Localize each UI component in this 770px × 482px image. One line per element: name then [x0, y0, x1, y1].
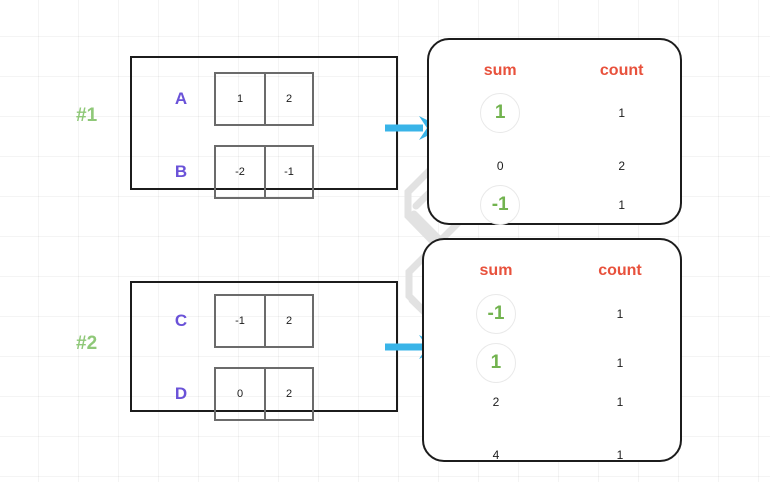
row-letter-a: A [174, 89, 188, 108]
input-row-b: B -2 -1 [164, 145, 314, 199]
result-sum-cell: 4 [432, 434, 560, 476]
cell-c-1: 2 [264, 296, 312, 346]
result-row: 4 1 [424, 434, 680, 476]
cell-d-0: 0 [236, 388, 244, 400]
result-count-cell: 2 [618, 159, 626, 173]
group-label-2: #2 [76, 333, 98, 354]
result-count-cell: 1 [618, 198, 626, 212]
value-pair-a: 1 2 [214, 72, 314, 126]
result-row: 0 2 [429, 145, 680, 187]
header-sum-1: sum [483, 62, 517, 79]
value-pair-d: 0 2 [214, 367, 314, 421]
cell-a-0: 1 [236, 93, 244, 105]
cell-c-0: -1 [235, 315, 245, 327]
plain-value: 4 [492, 448, 500, 462]
group-label-1: #1 [76, 105, 98, 126]
result-count-cell: 1 [616, 448, 624, 462]
result-header-1: sum count [429, 62, 680, 80]
input-row-a: A 1 2 [164, 72, 314, 126]
result-sum-cell: -1 [437, 184, 563, 226]
plain-value: 0 [496, 159, 504, 173]
header-sum-2: sum [479, 262, 513, 279]
result-row: -1 1 [424, 293, 680, 335]
result-box-1: sum count 1 1 0 2 -1 1 [427, 38, 682, 225]
circled-value: -1 [475, 294, 516, 334]
result-sum-cell: 0 [437, 145, 563, 187]
cell-b-0: -2 [235, 166, 245, 178]
circled-value: 1 [480, 93, 521, 133]
row-letter-b: B [174, 162, 188, 181]
input-panel-2: C -1 2 D 0 2 [130, 281, 398, 421]
cell-d-1: 2 [264, 369, 312, 419]
row-letter-c: C [174, 311, 188, 330]
result-count-cell: 1 [616, 395, 624, 409]
cell-b-1: -1 [264, 147, 312, 197]
input-row-d: D 0 2 [164, 367, 314, 421]
result-row: 2 1 [424, 381, 680, 423]
result-sum-cell: 2 [432, 381, 560, 423]
result-row: 1 1 [424, 342, 680, 384]
input-row-c: C -1 2 [164, 294, 314, 348]
cell-a-1: 2 [264, 74, 312, 124]
plain-value: 2 [492, 395, 500, 409]
result-row: 1 1 [429, 92, 680, 134]
circled-value: -1 [480, 185, 521, 225]
result-count-cell: 1 [616, 307, 624, 321]
result-row: -1 1 [429, 184, 680, 226]
result-count-cell: 1 [618, 106, 626, 120]
value-pair-c: -1 2 [214, 294, 314, 348]
result-box-2: sum count -1 1 1 1 2 1 4 1 [422, 238, 682, 462]
result-sum-cell: 1 [432, 342, 560, 384]
circled-value: 1 [475, 343, 516, 383]
value-pair-b: -2 -1 [214, 145, 314, 199]
header-count-1: count [599, 62, 644, 79]
input-panel-1: A 1 2 B -2 -1 [130, 56, 398, 199]
result-count-cell: 1 [616, 356, 624, 370]
result-header-2: sum count [424, 262, 680, 280]
result-sum-cell: -1 [432, 293, 560, 335]
row-letter-d: D [174, 384, 188, 403]
header-count-2: count [598, 262, 642, 279]
result-sum-cell: 1 [437, 92, 563, 134]
